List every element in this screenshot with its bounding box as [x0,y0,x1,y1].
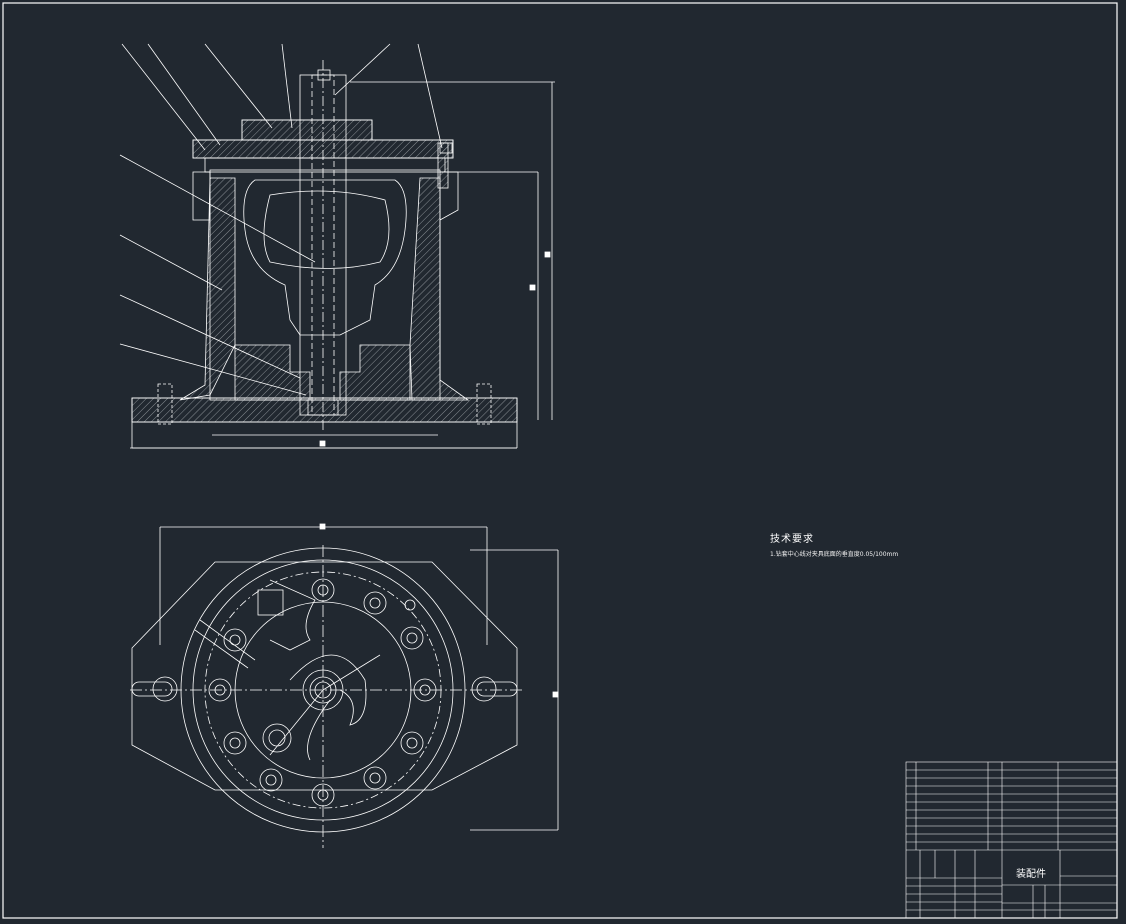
drawing-name: 装配件 [1016,869,1046,880]
technical-requirements: 技术要求 1.钻套中心线对夹具底面的垂直度0.05/100mm [770,530,898,558]
title-block [905,761,1118,919]
front-section-view [119,43,555,449]
technical-requirements-line-1: 1.钻套中心线对夹具底面的垂直度0.05/100mm [770,551,899,558]
technical-requirements-title: 技术要求 [770,534,814,545]
top-view [130,523,559,848]
